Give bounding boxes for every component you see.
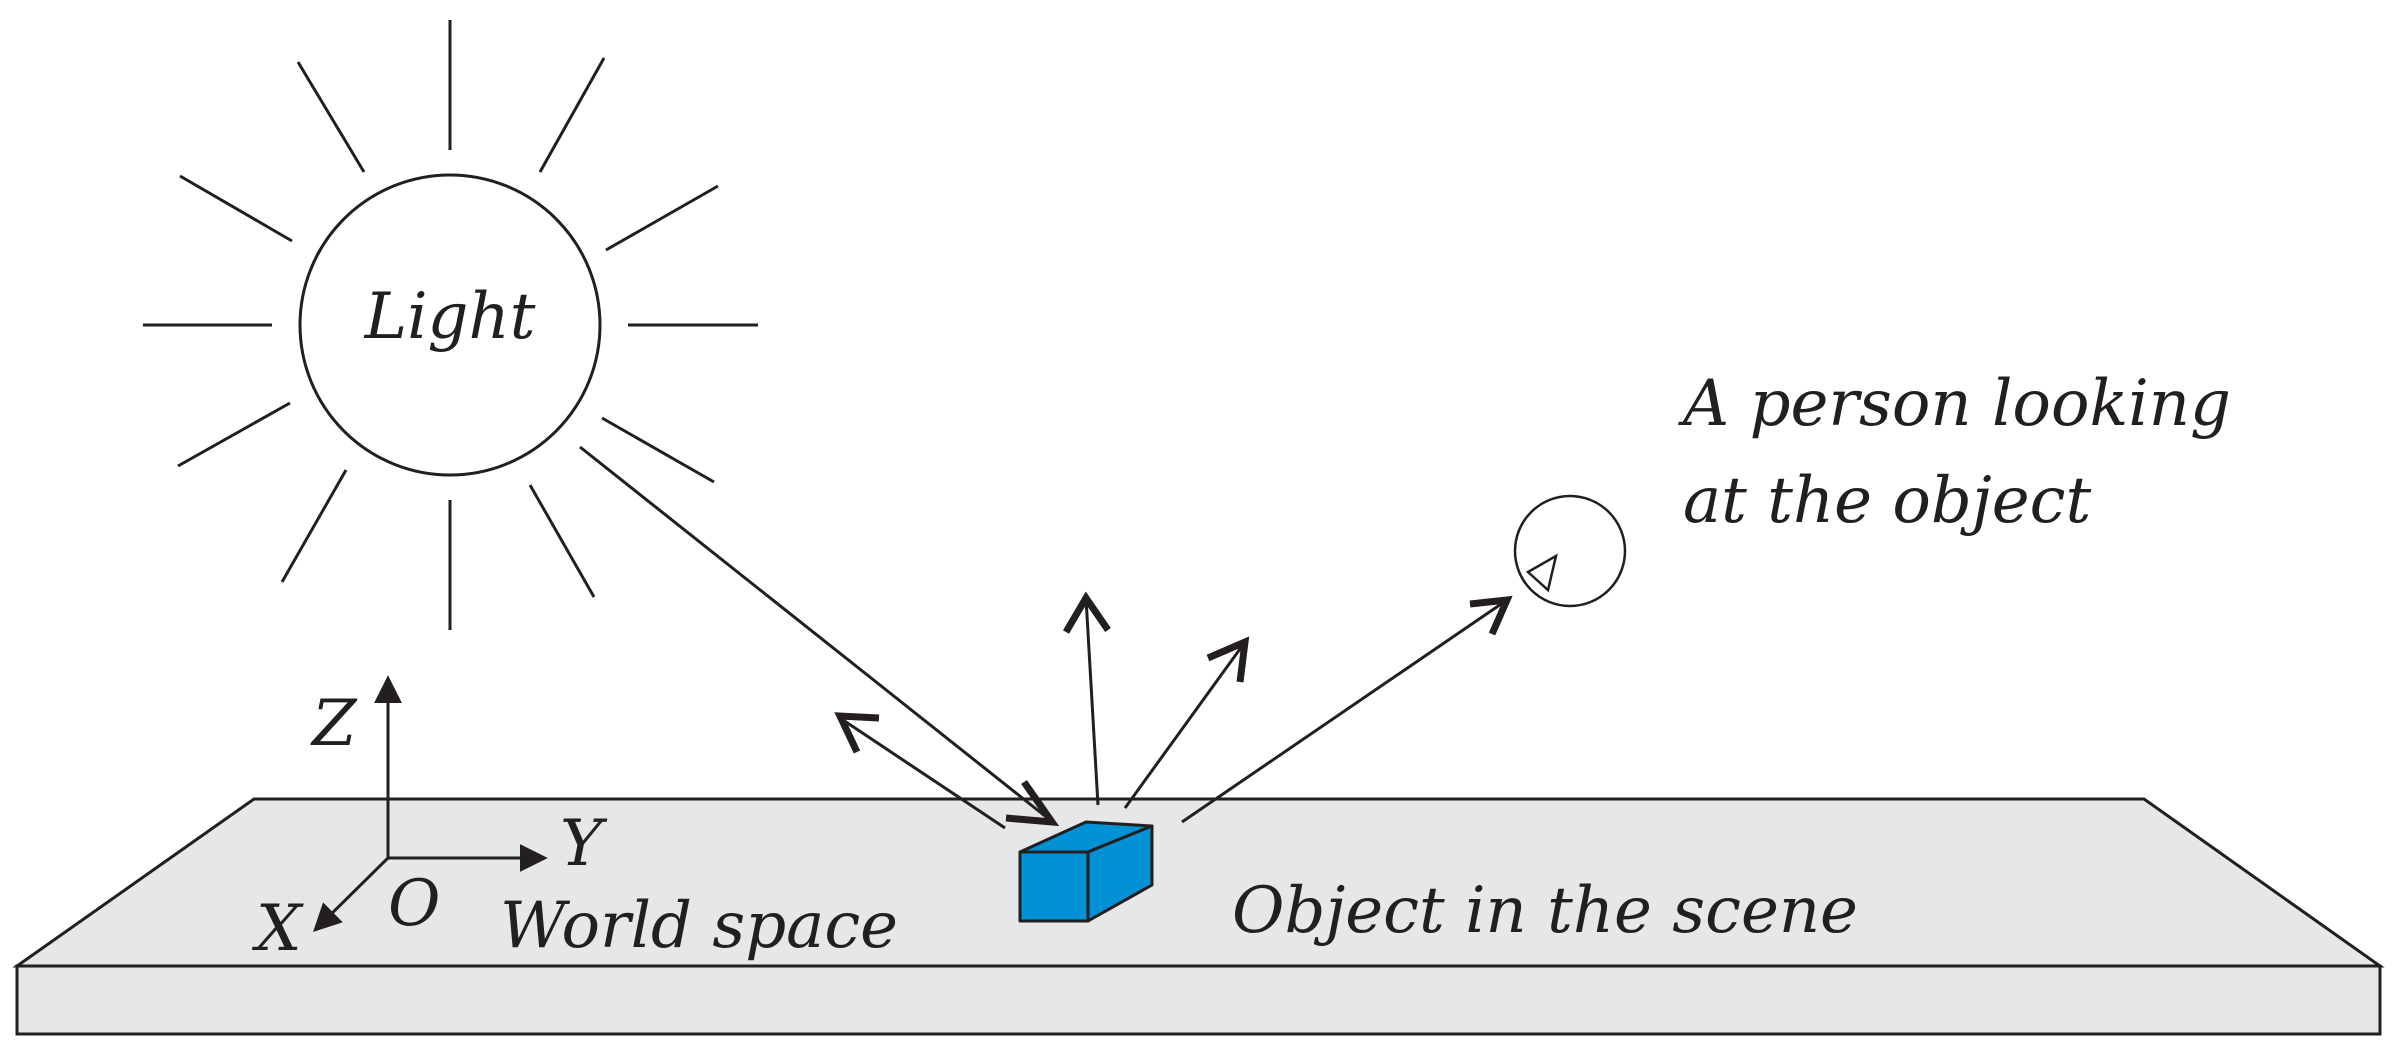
incident-light-ray bbox=[579, 445, 1051, 822]
reflected-ray-to-viewer bbox=[1181, 598, 1508, 824]
sun-icon: Light bbox=[143, 20, 758, 630]
reflected-ray-up-arrowhead bbox=[1062, 591, 1111, 634]
reflected-ray-left-arrowhead bbox=[834, 712, 880, 754]
object-front-face bbox=[1018, 850, 1090, 923]
reflected-ray-right bbox=[1123, 641, 1247, 809]
light-circle bbox=[298, 173, 602, 477]
axis-x-label: X bbox=[251, 892, 304, 966]
axis-y-label: Y bbox=[560, 807, 608, 881]
sun-rays bbox=[143, 20, 758, 630]
world-space-label: World space bbox=[500, 889, 898, 963]
origin-label: O bbox=[388, 867, 440, 941]
eye-icon bbox=[1513, 494, 1627, 608]
viewer-eye bbox=[1525, 553, 1558, 593]
reflected-ray-right-arrowhead bbox=[1206, 636, 1250, 683]
viewer-head bbox=[1513, 494, 1627, 608]
floor-plane bbox=[12, 797, 2385, 1036]
viewer-label-line2: at the object bbox=[1683, 464, 2091, 538]
object-side-face bbox=[1086, 824, 1154, 923]
reflected-rays bbox=[834, 591, 1513, 830]
floor-top-surface bbox=[12, 797, 2385, 968]
axis-z-label: Z bbox=[310, 687, 358, 761]
x-axis bbox=[313, 856, 390, 932]
reflected-ray-left bbox=[839, 716, 1006, 830]
floor-front-face bbox=[15, 964, 2382, 1036]
object-label: Object in the scene bbox=[1232, 874, 1858, 948]
viewer-caption: A person looking at the object bbox=[1678, 367, 2231, 538]
reflected-ray-up bbox=[1084, 597, 1100, 806]
light-label: Light bbox=[364, 280, 536, 354]
incident-ray-arrowhead bbox=[1005, 779, 1060, 827]
world-axes bbox=[313, 675, 548, 932]
box-icon bbox=[1018, 820, 1154, 923]
viewer-label-line1: A person looking bbox=[1678, 367, 2231, 441]
reflected-ray-to-viewer-arrowhead bbox=[1469, 595, 1513, 636]
